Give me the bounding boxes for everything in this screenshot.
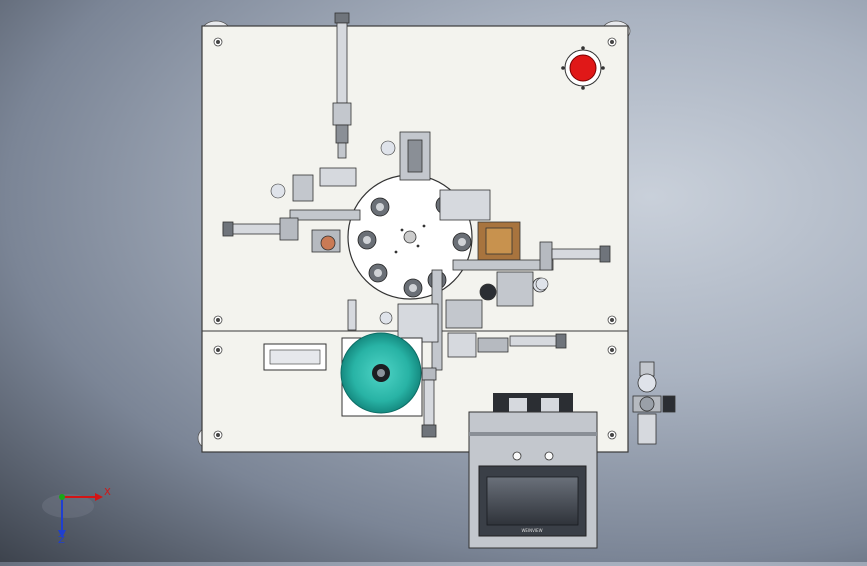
axis-x-label: X bbox=[104, 487, 111, 498]
mounting-holes bbox=[213, 37, 617, 440]
right-press-station bbox=[399, 131, 611, 307]
top-vertical-cylinder bbox=[332, 12, 352, 159]
hmi-brand-label: WEINVIEW bbox=[521, 528, 542, 533]
hmi-panel[interactable]: WEINVIEW bbox=[468, 393, 598, 549]
left-feed-station bbox=[222, 167, 361, 253]
emergency-stop-icon[interactable] bbox=[561, 46, 605, 90]
sensor-holes bbox=[270, 140, 549, 325]
axis-z-label: Z bbox=[58, 535, 65, 546]
transfer-arm bbox=[347, 269, 567, 438]
cable-slot bbox=[263, 343, 327, 371]
feeder-bowl bbox=[340, 332, 423, 417]
coordinate-triad-icon: X Z bbox=[42, 487, 111, 546]
air-regulator bbox=[632, 361, 676, 445]
